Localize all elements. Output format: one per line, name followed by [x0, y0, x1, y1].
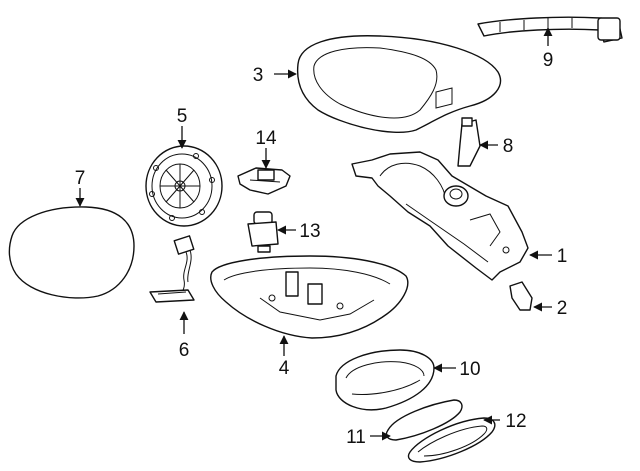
callout-2: 2 — [557, 298, 568, 319]
part-small-bracket — [509, 281, 533, 311]
part-clip — [457, 117, 481, 167]
callout-10: 10 — [459, 359, 480, 380]
callout-14: 14 — [255, 128, 277, 149]
callout-12: 12 — [505, 411, 526, 432]
part-mirror-glass — [8, 206, 135, 299]
part-mirror-base — [351, 151, 529, 281]
part-lower-housing — [210, 255, 409, 339]
callout-9: 9 — [543, 50, 554, 71]
callout-1: 1 — [557, 246, 568, 267]
part-turn-signal-housing — [335, 349, 435, 411]
leader-lines — [75, 27, 553, 441]
part-gasket — [407, 417, 496, 463]
part-switch — [237, 167, 291, 195]
callout-5: 5 — [177, 106, 188, 127]
part-actuator-motor — [145, 145, 223, 227]
callout-4: 4 — [279, 358, 290, 379]
callout-13: 13 — [299, 221, 320, 242]
callout-3: 3 — [253, 65, 264, 86]
part-small-motor — [247, 211, 279, 253]
callout-8: 8 — [503, 136, 514, 157]
part-mirror-cover — [296, 35, 502, 134]
callout-11: 11 — [346, 427, 366, 448]
callout-6: 6 — [179, 340, 190, 361]
part-wiring-harness — [149, 235, 195, 303]
callout-7: 7 — [75, 168, 86, 189]
part-trim-strip — [477, 16, 623, 43]
callout-labels: 3 5 7 14 13 6 4 9 8 1 2 10 11 12 — [75, 50, 568, 448]
